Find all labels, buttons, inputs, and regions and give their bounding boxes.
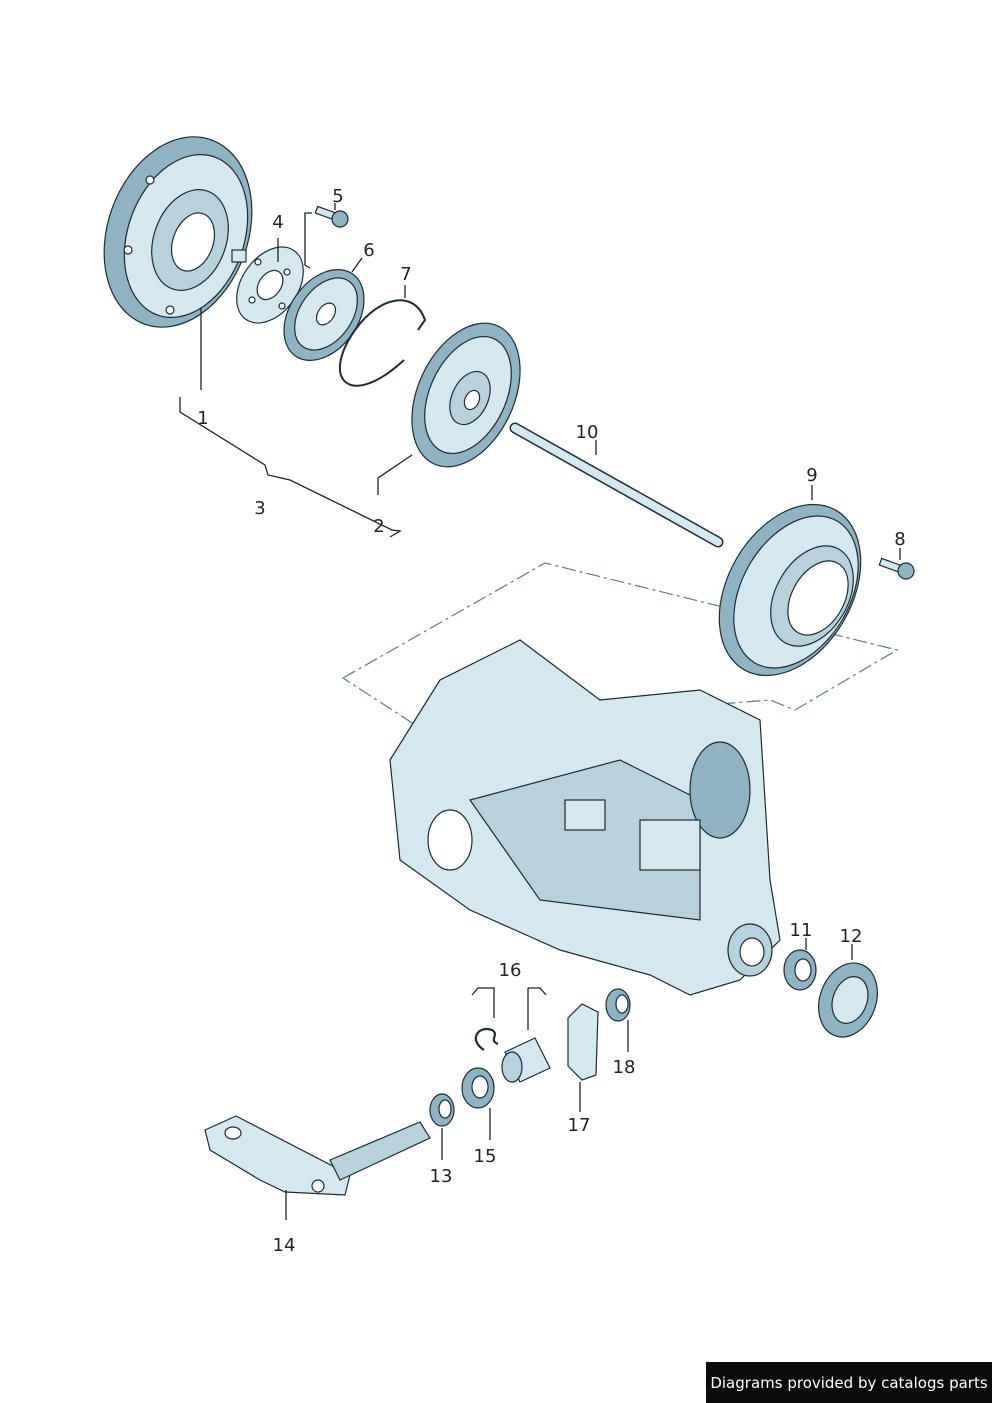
part-label-4: 4: [272, 212, 283, 233]
footer-credit-badge: Diagrams provided by catalogs parts: [706, 1362, 992, 1403]
gearbox-housing-drawing: [389, 639, 781, 996]
bolt-8-drawing: [878, 557, 915, 580]
leader-lines: [179, 203, 901, 1220]
clip-16-drawing: [474, 1027, 499, 1051]
release-lever-drawing: [567, 1003, 599, 1081]
flywheel-drawing: [718, 503, 862, 677]
part-label-2: 2: [373, 516, 384, 537]
part-label-15: 15: [474, 1146, 497, 1167]
release-shaft-drawing: [204, 1115, 431, 1196]
clutch-disc-drawing: [411, 322, 521, 468]
part-label-14: 14: [273, 1235, 296, 1256]
part-label-5: 5: [332, 186, 343, 207]
bush-18-drawing: [605, 988, 631, 1022]
part-label-17: 17: [568, 1115, 591, 1136]
part-label-7: 7: [400, 264, 411, 285]
part-label-3: 3: [254, 498, 265, 519]
bearing-11-drawing: [783, 949, 817, 991]
bearing-ring-drawing: [461, 1067, 495, 1109]
part-label-16: 16: [499, 960, 522, 981]
bolt-5-drawing: [314, 205, 349, 228]
part-label-18: 18: [613, 1057, 636, 1078]
pressure-plate-drawing: [103, 136, 253, 328]
spacer-plate-drawing: [236, 246, 304, 324]
part-label-11: 11: [790, 920, 813, 941]
bush-16-drawing: [501, 1037, 551, 1083]
circlip-drawing: [338, 299, 427, 387]
part-label-1: 1: [197, 408, 208, 429]
part-label-9: 9: [806, 465, 817, 486]
push-rod-drawing: [509, 422, 724, 548]
part-label-6: 6: [363, 240, 374, 261]
needle-bearing-drawing: [429, 1093, 455, 1127]
part-label-10: 10: [576, 422, 599, 443]
assembly-dashed-outline: [341, 562, 899, 729]
part-label-13: 13: [430, 1166, 453, 1187]
part-label-12: 12: [840, 926, 863, 947]
cover-plate-drawing: [283, 269, 365, 361]
part-label-8: 8: [894, 529, 905, 550]
seal-12-drawing: [818, 962, 878, 1038]
